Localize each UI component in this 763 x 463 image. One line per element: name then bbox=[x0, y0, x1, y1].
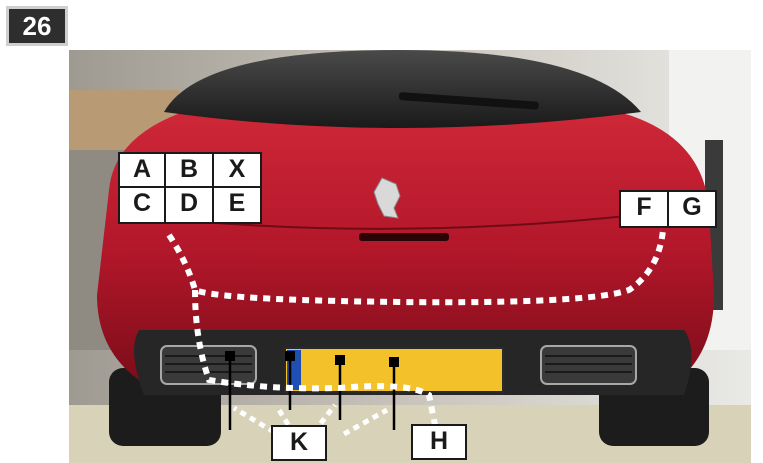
step-number-badge: 26 bbox=[6, 6, 68, 46]
connector-label-g: G bbox=[667, 190, 717, 228]
sensor-markers bbox=[225, 351, 399, 367]
connector-label-c: C bbox=[118, 186, 166, 224]
connector-label-f: F bbox=[619, 190, 669, 228]
right-grille-slats bbox=[545, 355, 632, 373]
tailgate-handle bbox=[359, 233, 449, 241]
connector-label-d: D bbox=[164, 186, 214, 224]
connector-label-e: E bbox=[212, 186, 262, 224]
lion-emblem bbox=[373, 177, 401, 219]
connector-label-a: A bbox=[118, 152, 166, 188]
sensor-label-k: K bbox=[271, 425, 327, 461]
wiring-route-left bbox=[166, 229, 666, 306]
sensor-label-h: H bbox=[411, 424, 467, 460]
connector-label-x: X bbox=[212, 152, 262, 188]
sensor-leader-lines bbox=[228, 356, 396, 430]
car-rear-photo bbox=[69, 50, 751, 463]
connector-label-b: B bbox=[164, 152, 214, 188]
rear-wiper bbox=[398, 92, 539, 110]
wiring-route-lower bbox=[192, 289, 438, 426]
